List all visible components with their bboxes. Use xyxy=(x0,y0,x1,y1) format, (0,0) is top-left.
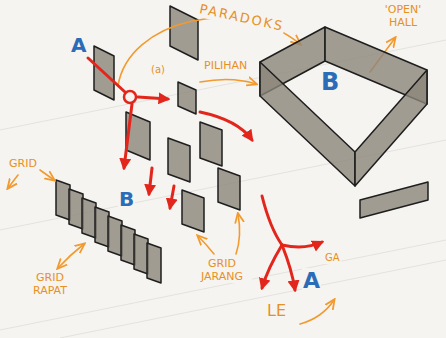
red-arrow xyxy=(138,97,168,99)
orange-arrow xyxy=(40,170,54,180)
wall-panel xyxy=(360,182,428,218)
dense-grid-panel xyxy=(82,198,96,238)
zone-letter: B xyxy=(118,188,135,211)
orange-arrow xyxy=(236,214,240,254)
paper-lines xyxy=(0,40,446,338)
red-arrow xyxy=(124,104,132,168)
dense-grid-panel xyxy=(147,243,161,283)
hall-letter: B xyxy=(321,70,339,94)
concept-label: PARADOKS xyxy=(197,2,287,35)
red-arrow xyxy=(170,186,174,208)
orange-arrow xyxy=(58,244,84,268)
red-arrow xyxy=(149,168,152,194)
sparse-grid-panel xyxy=(218,168,240,210)
dense-grid-panel xyxy=(134,234,148,274)
red-circle xyxy=(124,91,136,103)
faint-line xyxy=(0,240,446,330)
callout-label: (a) xyxy=(150,64,166,76)
sparse-grid-panel xyxy=(182,190,204,232)
open-hall-box: B xyxy=(255,22,435,202)
hall-wall xyxy=(355,70,427,186)
zone-letter: A xyxy=(302,268,321,293)
red-arrow xyxy=(262,245,282,288)
grid-label: GRID JARANG xyxy=(192,258,252,283)
orange-arrow xyxy=(200,79,256,84)
dense-grid-panel xyxy=(69,189,83,229)
sparse-grid-panel xyxy=(168,138,190,182)
concept-label: GA xyxy=(324,252,341,264)
dense-grid-panel xyxy=(56,180,70,220)
faint-line xyxy=(60,260,446,338)
red-arrow xyxy=(200,112,252,140)
grid-label: GRID RAPAT xyxy=(26,272,74,297)
wall-panel xyxy=(170,6,198,60)
dense-grid-panel xyxy=(108,216,122,256)
orange-arrow xyxy=(300,300,334,324)
orange-arrow xyxy=(198,236,214,254)
red-arrow-line xyxy=(88,58,125,92)
concept-label: PILIHAN xyxy=(203,60,248,73)
orange-arrow xyxy=(8,175,18,188)
hall-walls xyxy=(255,22,435,202)
red-arrow xyxy=(282,245,295,290)
wall-panel xyxy=(178,82,196,114)
hall-wall xyxy=(260,62,355,186)
hall-label: 'OPEN' HALL xyxy=(378,4,428,29)
grid-label: GRID xyxy=(8,158,38,171)
zone-letter: A xyxy=(70,34,87,57)
concept-label: LE xyxy=(266,302,287,320)
red-arrow-root xyxy=(262,196,282,245)
dense-grid-panel xyxy=(95,207,109,247)
sparse-grid-panel xyxy=(200,122,222,166)
dense-grid-panel xyxy=(121,225,135,265)
red-arrow xyxy=(282,242,322,247)
